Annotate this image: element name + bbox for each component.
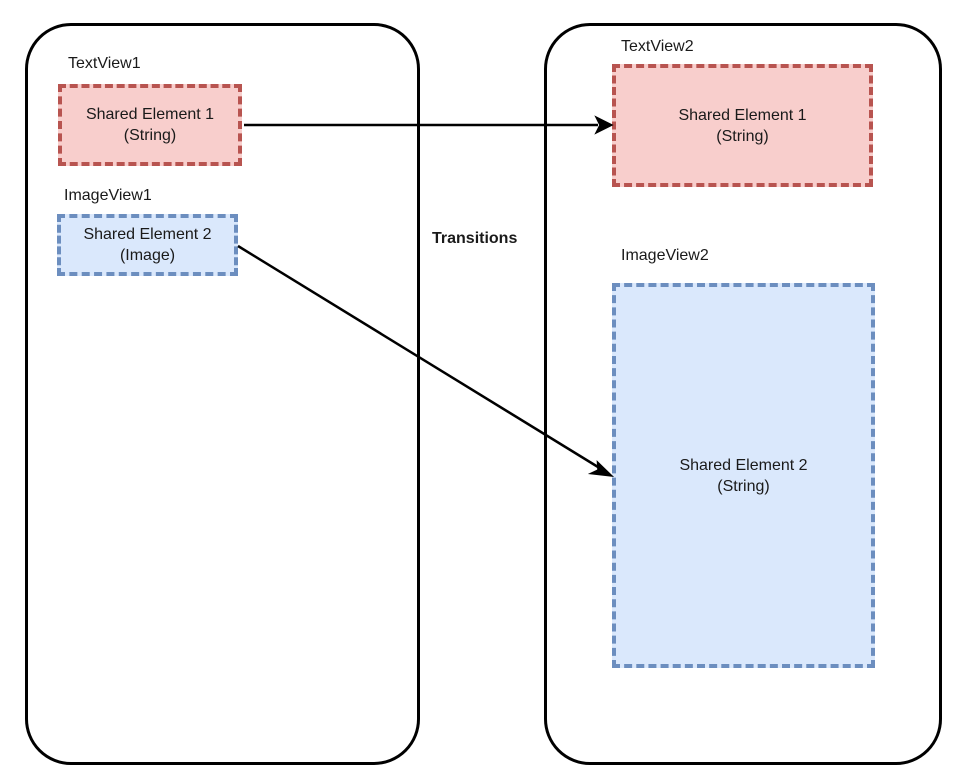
right-shared-element-1-title: Shared Element 1 [678,106,807,124]
left-shared-element-2-type: (Image) [119,247,176,264]
right-shared-element-2-type: (String) [717,477,770,495]
imageview1-label: ImageView1 [64,187,152,204]
left-shared-element-2-title: Shared Element 2 [83,226,212,243]
right-shared-element-2-title: Shared Element 2 [679,456,808,474]
left-shared-element-1-type: (String) [123,127,177,144]
arrow-element-1-head [594,115,614,135]
left-shared-element-1: Shared Element 1 (String) [58,84,242,166]
arrow-element-2 [237,244,599,469]
right-shared-element-1: Shared Element 1 (String) [612,64,873,187]
imageview2-label: ImageView2 [621,247,709,264]
transitions-label: Transitions [432,230,518,247]
textview2-label: TextView2 [621,38,694,55]
left-shared-element-2: Shared Element 2 (Image) [57,214,238,276]
left-shared-element-1-title: Shared Element 1 [85,106,215,123]
right-shared-element-2: Shared Element 2 (String) [612,283,875,668]
right-shared-element-1-type: (String) [716,127,769,145]
arrow-element-2-head [587,460,615,477]
textview1-label: TextView1 [68,55,141,72]
